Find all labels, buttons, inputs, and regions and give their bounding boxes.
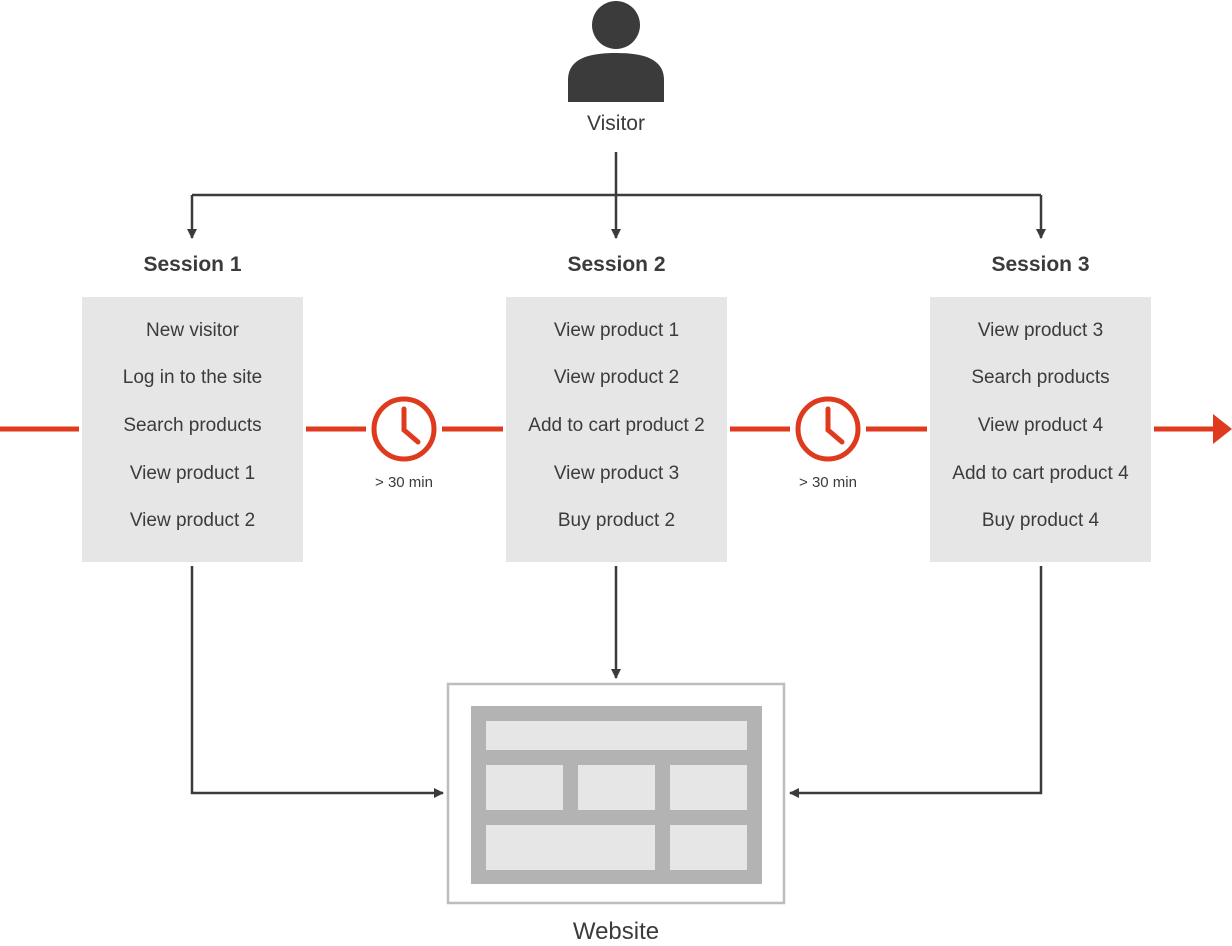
session-event: Buy product 2 — [557, 510, 676, 531]
session-event: View product 1 — [553, 320, 680, 341]
session-event: Search products — [971, 367, 1110, 388]
session-event: View product 1 — [129, 463, 256, 484]
visitor-label: Visitor — [587, 112, 645, 135]
timeline-arrow-head — [1213, 414, 1232, 444]
session-event: Add to cart product 2 — [528, 415, 705, 436]
session-event: Buy product 4 — [981, 510, 1100, 531]
sessions-to-website-connector — [190, 566, 1043, 798]
session-3-box: View product 3 Search products View prod… — [930, 297, 1151, 562]
session-event: Add to cart product 4 — [952, 463, 1129, 484]
session-1-box: New visitor Log in to the site Search pr… — [82, 297, 303, 562]
session-gap-label-2: > 30 min — [799, 474, 857, 491]
session-event: View product 3 — [977, 320, 1104, 341]
session-event: Log in to the site — [122, 367, 263, 388]
session-gap-label-1: > 30 min — [375, 474, 433, 491]
visitor-to-sessions-connector — [187, 152, 1046, 239]
webpage-layout-icon — [446, 682, 786, 905]
session-event: View product 2 — [553, 367, 680, 388]
session-2-box: View product 1 View product 2 Add to car… — [506, 297, 727, 562]
website-label: Website — [572, 918, 660, 945]
session-event: View product 3 — [553, 463, 680, 484]
clock-icon — [371, 396, 437, 462]
session-event: View product 2 — [129, 510, 256, 531]
session-event: New visitor — [146, 320, 239, 341]
session-event: View product 4 — [977, 415, 1104, 436]
clock-icon — [795, 396, 861, 462]
person-icon — [568, 1, 664, 102]
session-3-title: Session 3 — [991, 253, 1090, 276]
session-1-title: Session 1 — [143, 253, 242, 276]
session-event: Search products — [123, 415, 262, 436]
session-2-title: Session 2 — [567, 253, 666, 276]
